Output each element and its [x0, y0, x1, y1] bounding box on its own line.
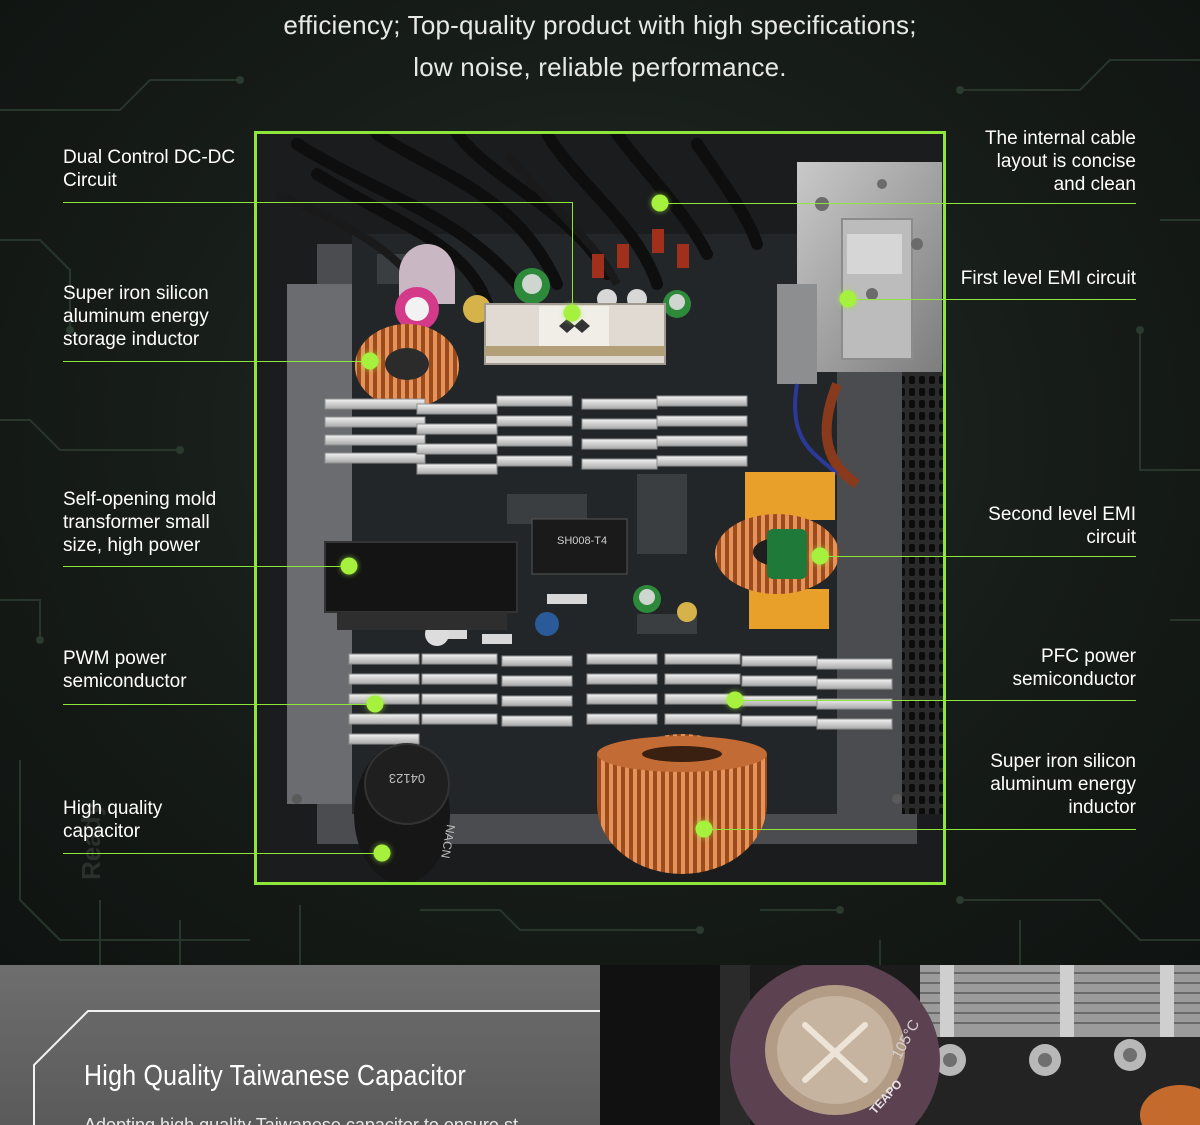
callout-text: High quality — [63, 798, 163, 819]
callout-text: Dual Control DC-DC — [63, 147, 236, 168]
callout-text: semiconductor — [1012, 669, 1136, 690]
circuit-background: Ready — [0, 59, 1200, 965]
callout-line — [660, 203, 1136, 204]
callout-text: Super iron silicon — [990, 751, 1136, 772]
feature-description: Adopting high quality Taiwanese capacito… — [84, 1115, 518, 1125]
capacitor-feature-panel: High Quality Taiwanese Capacitor Adoptin… — [0, 965, 600, 1125]
callout-dot — [695, 820, 713, 838]
callout-text: aluminum energy — [63, 306, 209, 327]
callout-text: aluminum energy — [990, 774, 1136, 795]
callout-dual-control: Dual Control DC-DC Circuit — [63, 146, 235, 192]
callout-dot — [340, 557, 358, 575]
callout-text: and clean — [1053, 174, 1136, 195]
callout-dot — [726, 691, 744, 709]
callout-text: layout is concise — [996, 151, 1136, 172]
callout-text: circuit — [1086, 527, 1136, 548]
capacitor-closeup-photo: 105°C TEAPO — [600, 965, 1200, 1125]
psu-photo-frame: SH008-T4 — [254, 131, 946, 885]
callout-text: Circuit — [63, 170, 117, 191]
callout-text: semiconductor — [63, 671, 187, 692]
callout-text: inductor — [1068, 797, 1136, 818]
callout-dot — [811, 547, 829, 565]
callout-text: First level EMI circuit — [960, 268, 1136, 289]
intro-line-1: efficiency; Top-quality product with hig… — [283, 10, 917, 40]
intro-line-2: low noise, reliable performance. — [413, 52, 787, 82]
capacitor-closeup-image: 105°C TEAPO — [600, 965, 1200, 1125]
callout-text: capacitor — [63, 821, 141, 842]
callout-inductor-top: Super iron silicon aluminum energy stora… — [63, 282, 209, 351]
callout-line — [63, 566, 349, 567]
intro-text: efficiency; Top-quality product with hig… — [0, 4, 1200, 88]
feature-title: High Quality Taiwanese Capacitor — [84, 1060, 467, 1092]
callout-text: PWM power — [63, 648, 167, 669]
callout-text: PFC power — [1040, 646, 1136, 667]
callout-inductor-bottom: Super iron silicon aluminum energy induc… — [990, 750, 1136, 819]
callout-text: Self-opening mold — [63, 489, 217, 510]
callout-emi-first: First level EMI circuit — [961, 267, 1136, 290]
callout-text: storage inductor — [63, 329, 200, 350]
callout-line — [848, 299, 1136, 300]
callout-dot — [361, 352, 379, 370]
callout-line — [704, 829, 1136, 830]
callout-transformer: Self-opening mold transformer small size… — [63, 488, 216, 557]
callout-dot — [366, 695, 384, 713]
callout-line — [63, 704, 375, 705]
callout-text: size, high power — [63, 535, 201, 556]
callout-cable: The internal cable layout is concise and… — [985, 127, 1136, 196]
watermark-text: Ready — [76, 801, 106, 880]
callout-line — [63, 361, 370, 362]
callout-dot — [839, 290, 857, 308]
callout-line — [735, 700, 1136, 701]
callout-line — [63, 202, 573, 203]
callout-dot — [373, 844, 391, 862]
callout-line — [820, 556, 1136, 557]
psu-internals-section: Ready efficiency; Top-quality product wi… — [0, 0, 1200, 965]
callout-emi-second: Second level EMI circuit — [988, 503, 1136, 549]
callout-line — [572, 202, 573, 312]
callout-text: The internal cable — [984, 128, 1136, 149]
psu-photo: SH008-T4 — [257, 134, 943, 882]
capacitor-brand: NACN — [438, 823, 458, 859]
callout-pwm: PWM power semiconductor — [63, 647, 187, 693]
callout-text: Second level EMI — [988, 504, 1136, 525]
callout-line — [63, 853, 382, 854]
capacitor-label: 04123 — [389, 771, 425, 786]
panel-outline — [33, 1010, 600, 1125]
callout-dot — [563, 304, 581, 322]
callout-capacitor: High quality capacitor — [63, 797, 162, 843]
callout-text: transformer small — [63, 512, 210, 533]
callout-pfc: PFC power semiconductor — [1012, 645, 1136, 691]
chip-label: SH008-T4 — [557, 535, 607, 547]
callout-text: Super iron silicon — [63, 283, 209, 304]
callout-dot — [651, 194, 669, 212]
